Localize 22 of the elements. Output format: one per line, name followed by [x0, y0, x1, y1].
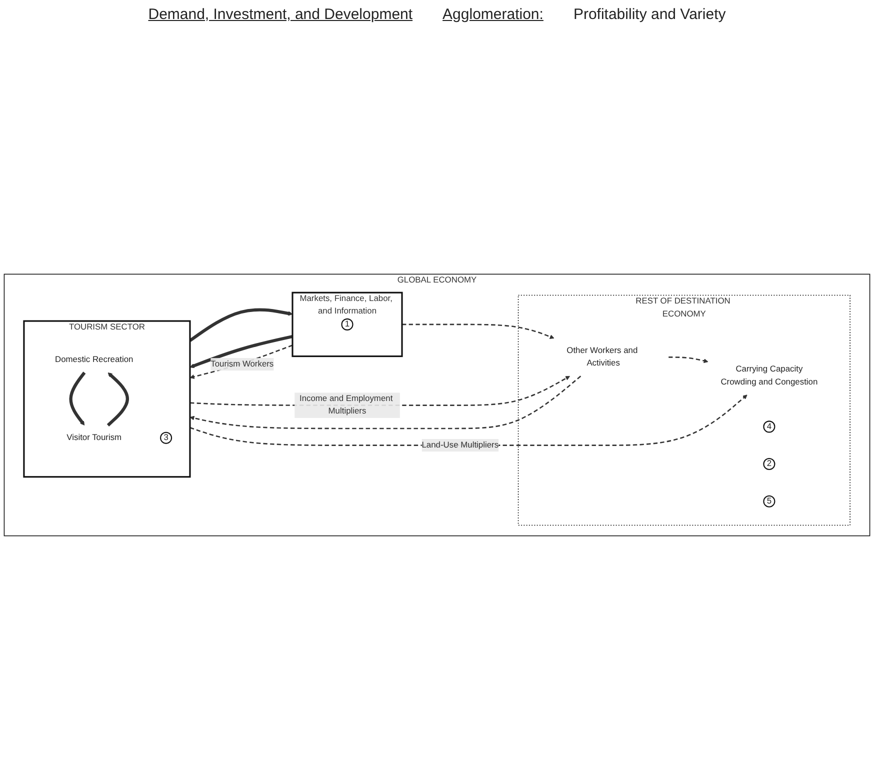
edge-label: Land-Use Multipliers: [422, 440, 499, 450]
arrow: [402, 324, 554, 339]
arrow: [190, 334, 293, 368]
edge-label: Income and Employment Multipliers: [299, 394, 393, 416]
node-text: Other Workers and Activities: [566, 346, 638, 368]
node-circle: 2: [763, 458, 776, 470]
node-circle: 4: [763, 420, 776, 433]
edge-label: Tourism Workers: [210, 360, 274, 369]
arrow: [668, 356, 708, 364]
node-text: Domestic Recreation: [55, 355, 134, 364]
note-text: Agglomeration:: [442, 6, 544, 23]
arrow: [190, 344, 293, 379]
node-text: Carrying Capacity Crowding and Congestion: [720, 364, 818, 386]
node-text: Visitor Tourism: [66, 433, 122, 442]
note-text: Demand, Investment, and Development: [148, 6, 413, 23]
node-circle: 3: [160, 432, 172, 444]
arrow: [189, 308, 293, 342]
node-circle: 5: [763, 495, 776, 508]
note-text: Profitability and Variety: [573, 6, 726, 23]
arrow: [106, 372, 130, 426]
node-circle: 1: [341, 318, 354, 330]
arrow: [69, 372, 86, 426]
